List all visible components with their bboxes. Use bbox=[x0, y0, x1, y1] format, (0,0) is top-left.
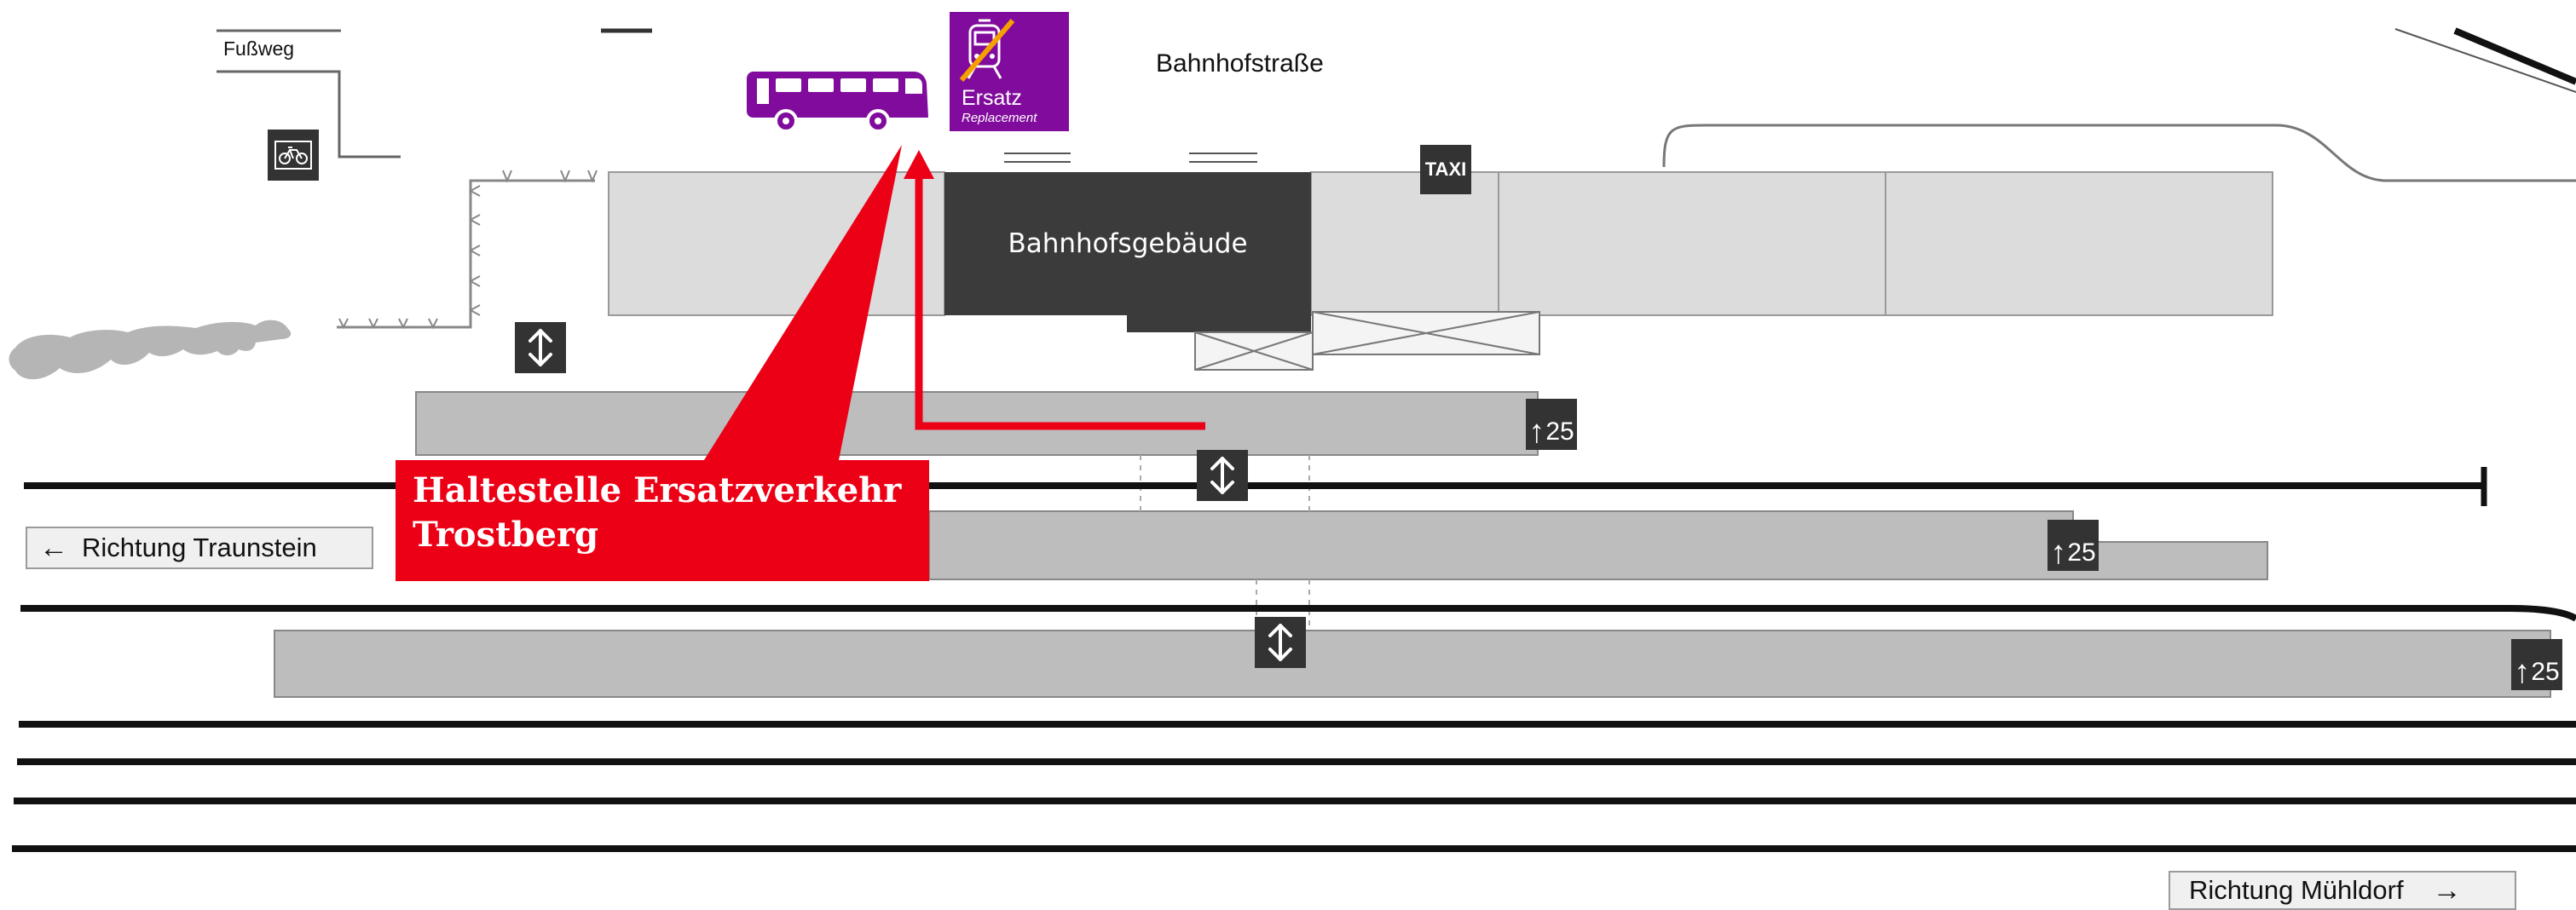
platform-2 bbox=[928, 510, 2268, 580]
street-label: Bahnhofstraße bbox=[1156, 49, 1324, 78]
forecourt-right-3 bbox=[1885, 171, 2273, 316]
sector-value: 25 bbox=[1545, 418, 1574, 446]
sector-marker: ↑25 bbox=[1526, 399, 1577, 450]
stop-pointer bbox=[704, 145, 902, 460]
steps bbox=[1004, 153, 1257, 163]
arrow-right-icon: → bbox=[2432, 873, 2462, 907]
track-top-right-1 bbox=[2394, 28, 2576, 93]
stop-label-line2: Trostberg bbox=[413, 515, 599, 555]
direction-right: Richtung Mühldorf → bbox=[2169, 871, 2516, 910]
badge-subtitle: Replacement bbox=[962, 111, 1037, 125]
sector-arrow: ↑ bbox=[2050, 535, 2067, 571]
canopy-1 bbox=[1194, 331, 1314, 371]
lift-icon bbox=[1197, 450, 1248, 501]
sector-arrow: ↑ bbox=[1528, 414, 1545, 450]
station-building-shape bbox=[944, 172, 1311, 332]
route-arrowhead bbox=[904, 150, 934, 179]
bicycle-icon bbox=[268, 130, 319, 181]
footpath-label: Fußweg bbox=[223, 37, 295, 60]
forecourt-right-2 bbox=[1498, 171, 1886, 316]
forecourt-left bbox=[608, 171, 945, 316]
fence bbox=[337, 179, 595, 329]
taxi-sign: TAXI bbox=[1420, 145, 1471, 194]
canopy-2 bbox=[1312, 311, 1540, 355]
badge-title: Ersatz bbox=[962, 86, 1022, 110]
replacement-badge: Ersatz Replacement bbox=[950, 12, 1069, 131]
direction-right-label: Richtung Mühldorf bbox=[2189, 875, 2404, 905]
platform-3 bbox=[274, 630, 2551, 698]
replacement-stop-label: Haltestelle Ersatzverkehr Trostberg bbox=[396, 460, 929, 581]
sector-value: 25 bbox=[2067, 539, 2096, 567]
lift-icon bbox=[515, 322, 566, 373]
fence-ticks bbox=[338, 170, 598, 330]
arrow-left-icon: ← bbox=[39, 531, 68, 564]
direction-left: ← Richtung Traunstein bbox=[26, 527, 373, 569]
track-top-right-2 bbox=[2453, 27, 2576, 85]
shrubs bbox=[9, 320, 292, 380]
tracks bbox=[12, 482, 2576, 852]
footpath-line bbox=[217, 70, 401, 158]
lift-icon bbox=[1255, 617, 1306, 668]
route-line bbox=[915, 170, 1205, 430]
direction-left-label: Richtung Traunstein bbox=[82, 533, 317, 562]
sector-marker: ↑25 bbox=[2048, 520, 2099, 571]
stop-label-line1: Haltestelle Ersatzverkehr bbox=[413, 470, 902, 510]
street-outline bbox=[1662, 124, 2576, 182]
sector-value: 25 bbox=[2531, 658, 2560, 686]
forecourt-right-1 bbox=[1310, 171, 1499, 316]
station-building-label: Bahnhofsgebäude bbox=[1008, 228, 1248, 259]
bus-icon bbox=[743, 68, 931, 137]
train-crossed-icon bbox=[959, 19, 1015, 82]
sector-marker: ↑25 bbox=[2511, 639, 2562, 690]
sector-arrow: ↑ bbox=[2514, 654, 2531, 690]
